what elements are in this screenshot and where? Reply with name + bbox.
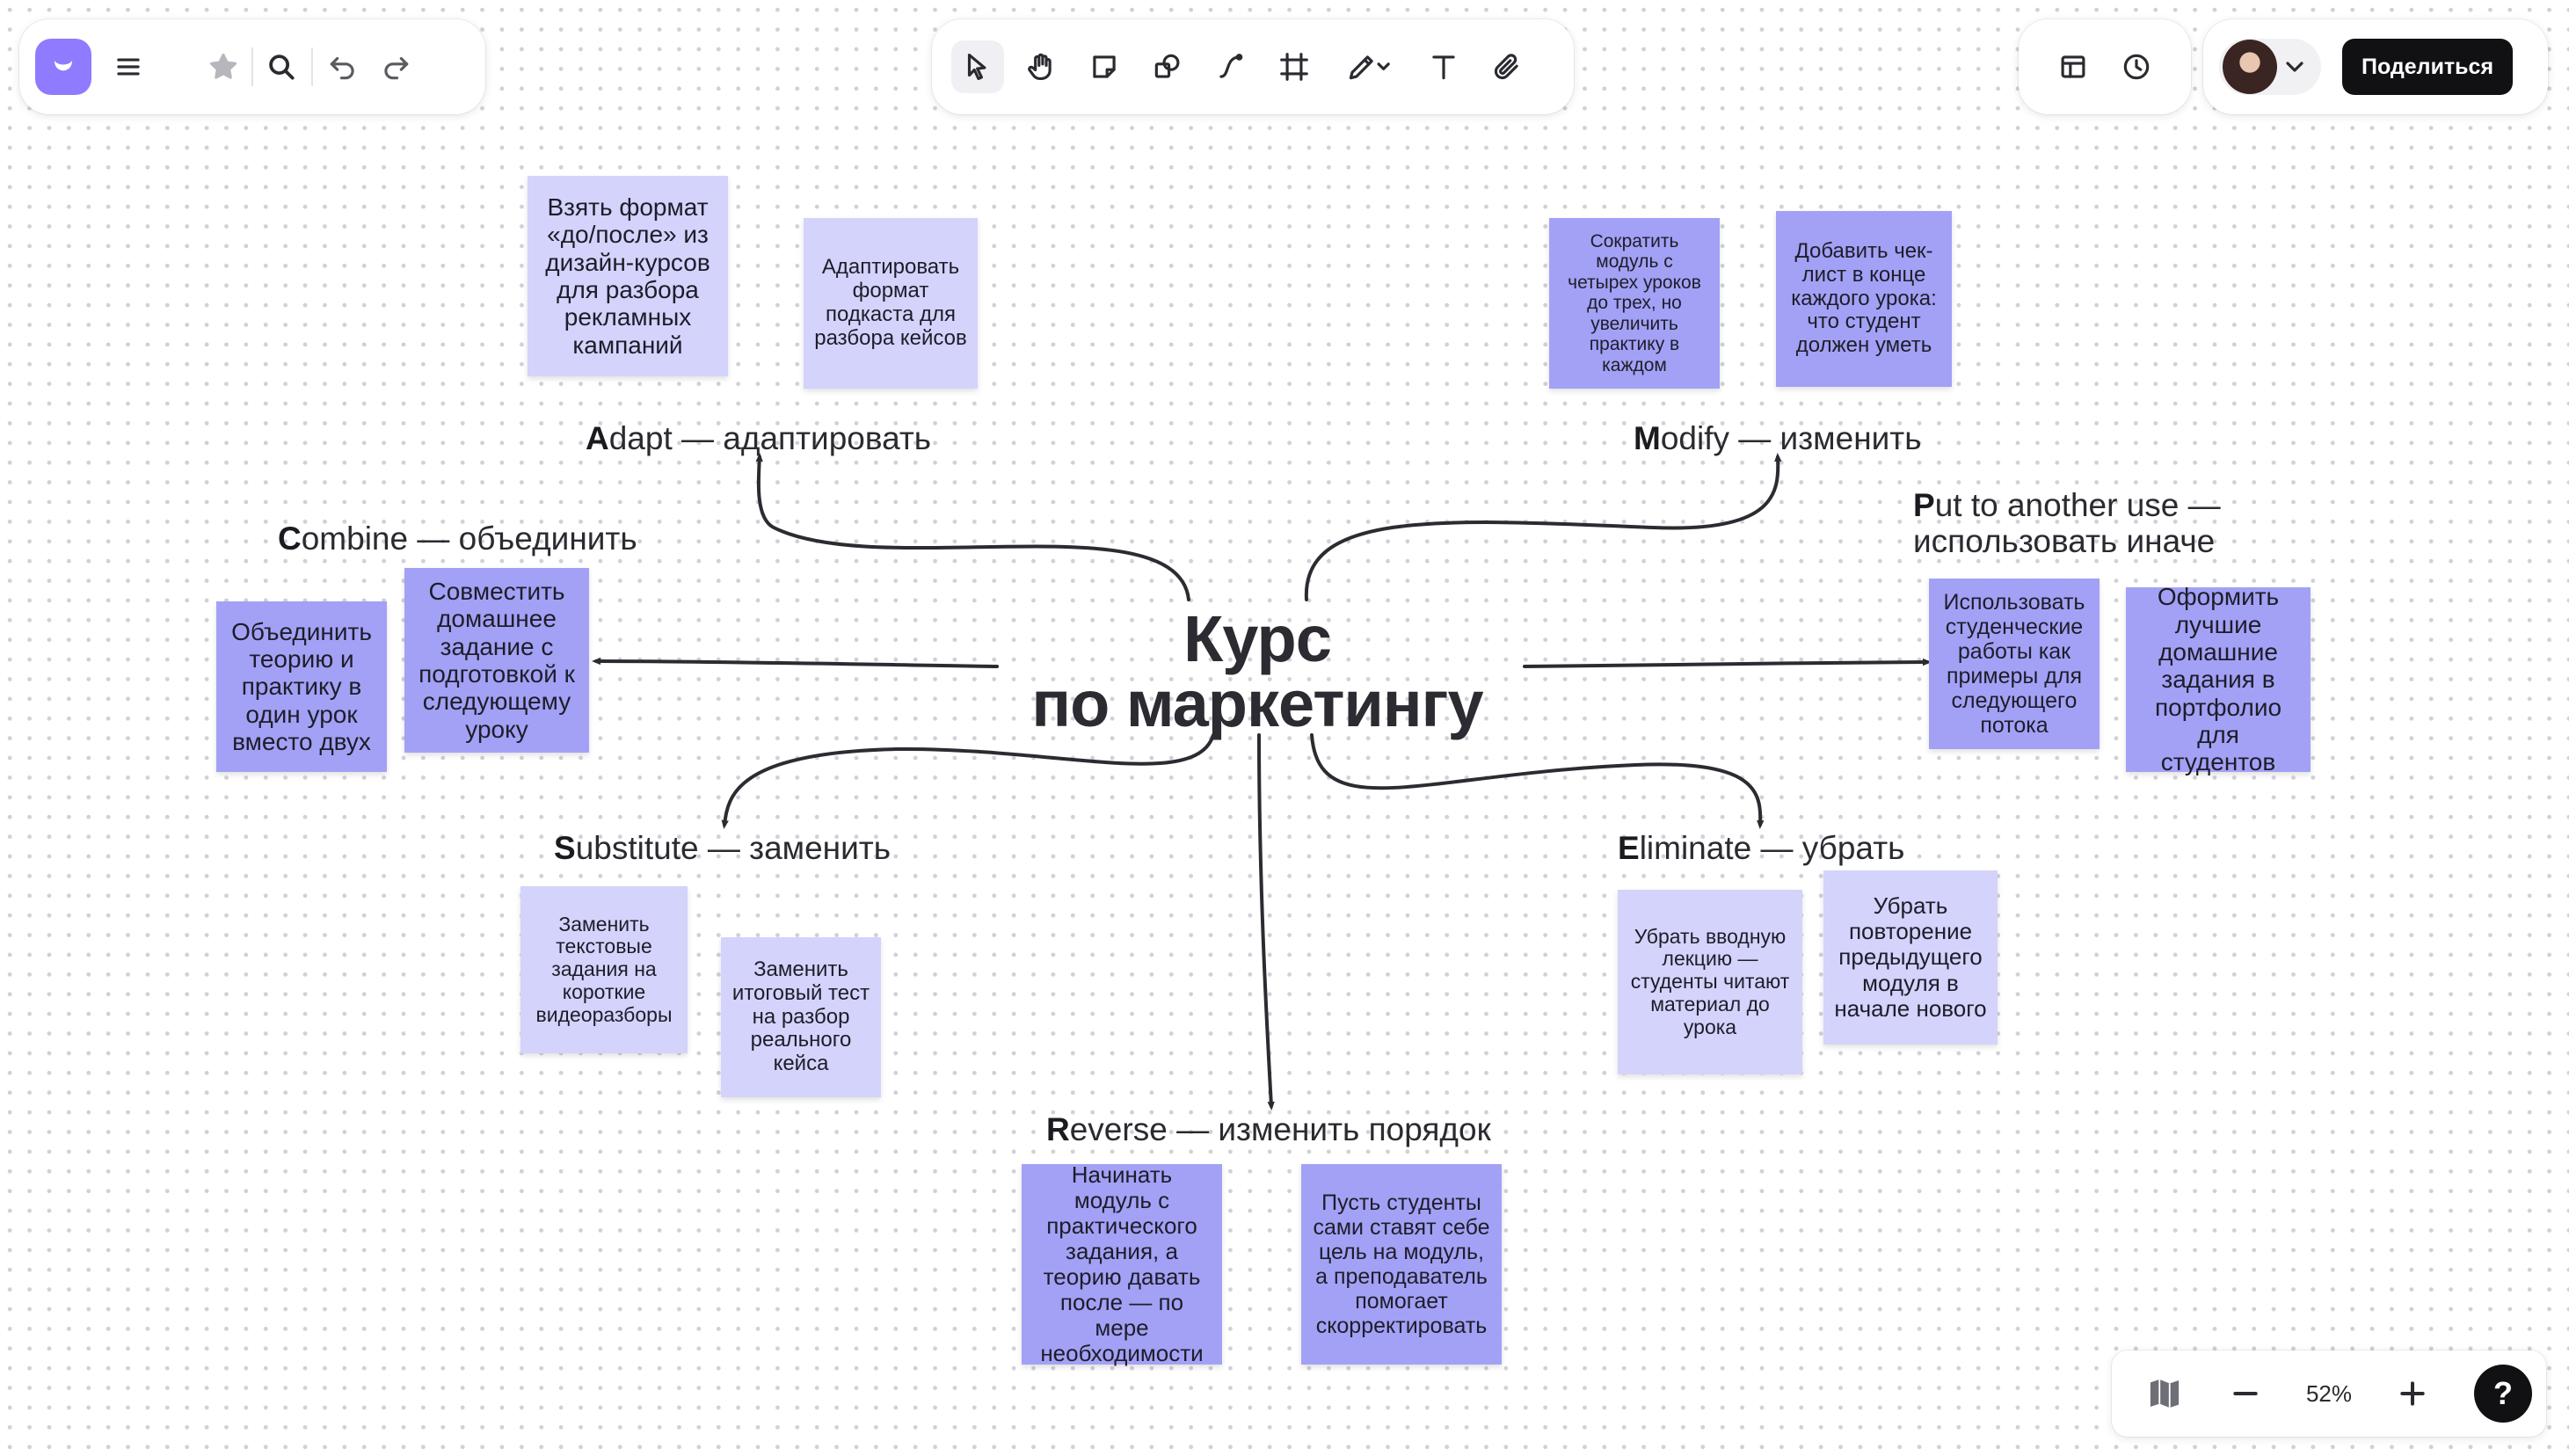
arrow-combine [592,657,999,668]
text-icon[interactable] [1417,40,1470,93]
sticky-note-adapt-1[interactable]: Взять формат «до/после» из дизайн-курсов… [528,176,728,376]
sticky-note-eliminate-1[interactable]: Убрать вводную лекцию — студенты читают … [1618,890,1802,1074]
heading-eliminate: Eliminate — убрать [1618,830,1904,866]
redo-icon[interactable] [369,40,422,93]
hand-icon[interactable] [1015,40,1067,93]
minus-icon[interactable] [2210,1358,2281,1429]
hamburger-icon[interactable] [102,40,155,93]
heading-text: ubstitute — заменить [575,830,891,866]
heading-letter: M [1634,420,1661,456]
sticky-note-icon[interactable] [1078,40,1131,93]
heading-put: Put to another use —использовать иначе [1913,487,2221,560]
left-toolbar [19,19,485,114]
clock-icon[interactable] [2110,40,2163,93]
heading-substitute: Substitute — заменить [554,830,891,866]
map-icon[interactable] [2129,1358,2200,1429]
shapes-icon[interactable] [1141,40,1194,93]
star-icon[interactable] [197,40,250,93]
heading-letter: P [1913,487,1935,523]
toolbar-divider [311,47,313,86]
sticky-note-combine-2[interactable]: Совместить домашнее задание с подготовко… [404,568,589,753]
sticky-note-reverse-1[interactable]: Начинать модуль с практического задания,… [1022,1161,1222,1366]
board-title-line1: Курс [1183,602,1332,675]
undo-icon[interactable] [317,40,369,93]
frame-icon[interactable] [1268,40,1321,93]
heading-text-line2: использовать иначе [1913,523,2216,560]
arrow-modify [1304,453,1782,601]
layout-icon[interactable] [2047,40,2100,93]
view-toolbar [2019,19,2191,114]
sticky-note-modify-1[interactable]: Сократить модуль с четырех уроков до тре… [1549,218,1720,389]
toolbar-divider [251,47,253,86]
heading-modify: Modify — изменить [1634,420,1922,456]
chevron-down-icon [2281,53,2309,81]
heading-text: ombine — объединить [301,521,637,557]
sticky-note-put-1[interactable]: Использовать студенческие работы как при… [1929,579,2100,749]
heading-letter: S [554,830,576,866]
attach-icon[interactable] [1481,40,1533,93]
user-menu[interactable] [2219,39,2321,95]
heading-letter: E [1618,830,1640,866]
account-toolbar: Поделиться [2203,19,2548,114]
app-logo-icon[interactable] [35,39,91,95]
sticky-note-combine-1[interactable]: Объединить теорию и практику в один урок… [216,601,387,772]
plus-icon[interactable] [2377,1358,2448,1429]
select-icon[interactable] [951,40,1004,93]
pen-icon[interactable] [1331,40,1407,93]
heading-reverse: Reverse — изменить порядок [1046,1111,1491,1147]
avatar [2223,40,2277,94]
sticky-note-substitute-1[interactable]: Заменить текстовые задания на короткие в… [520,886,688,1053]
zoom-level[interactable]: 52% [2305,1380,2353,1407]
sticky-note-reverse-2[interactable]: Пусть студенты сами ставят себе цель на … [1301,1164,1502,1365]
heading-adapt: Adapt — адаптировать [586,420,931,456]
arrow-substitute [721,733,1215,829]
heading-letter: C [278,521,302,557]
heading-text: odify — изменить [1660,420,1922,456]
help-button[interactable]: ? [2474,1365,2532,1423]
arrow-put [1523,658,1932,668]
board-title-line2: по маркетингу [1031,667,1483,740]
sticky-note-put-2[interactable]: Оформить лучшие домашние задания в портф… [2126,583,2311,775]
heading-text: ut to another use — [1934,487,2221,523]
connector-icon[interactable] [1204,40,1257,93]
heading-text: liminate — убрать [1639,830,1905,866]
sticky-note-adapt-2[interactable]: Адаптировать формат подкаста для разбора… [804,218,978,389]
board-title: Курс по маркетингу [993,607,1521,737]
heading-letter: A [586,420,609,456]
heading-combine: Combine — объединить [278,521,637,557]
heading-letter: R [1046,1111,1070,1147]
tools-toolbar [932,19,1574,114]
arrow-eliminate [1310,733,1765,829]
sticky-note-eliminate-2[interactable]: Убрать повторение предыдущего модуля в н… [1823,870,1998,1045]
sticky-note-substitute-2[interactable]: Заменить итоговый тест на разбор реально… [721,937,881,1097]
share-button[interactable]: Поделиться [2342,39,2514,95]
heading-text: everse — изменить порядок [1069,1111,1491,1147]
arrow-reverse [1257,733,1275,1110]
zoom-controls: 52% ? [2112,1350,2546,1437]
heading-text: dapt — адаптировать [608,420,932,456]
sticky-note-modify-2[interactable]: Добавить чек-лист в конце каждого урока:… [1776,211,1952,387]
search-icon[interactable] [255,40,308,93]
arrow-adapt [755,453,1190,601]
